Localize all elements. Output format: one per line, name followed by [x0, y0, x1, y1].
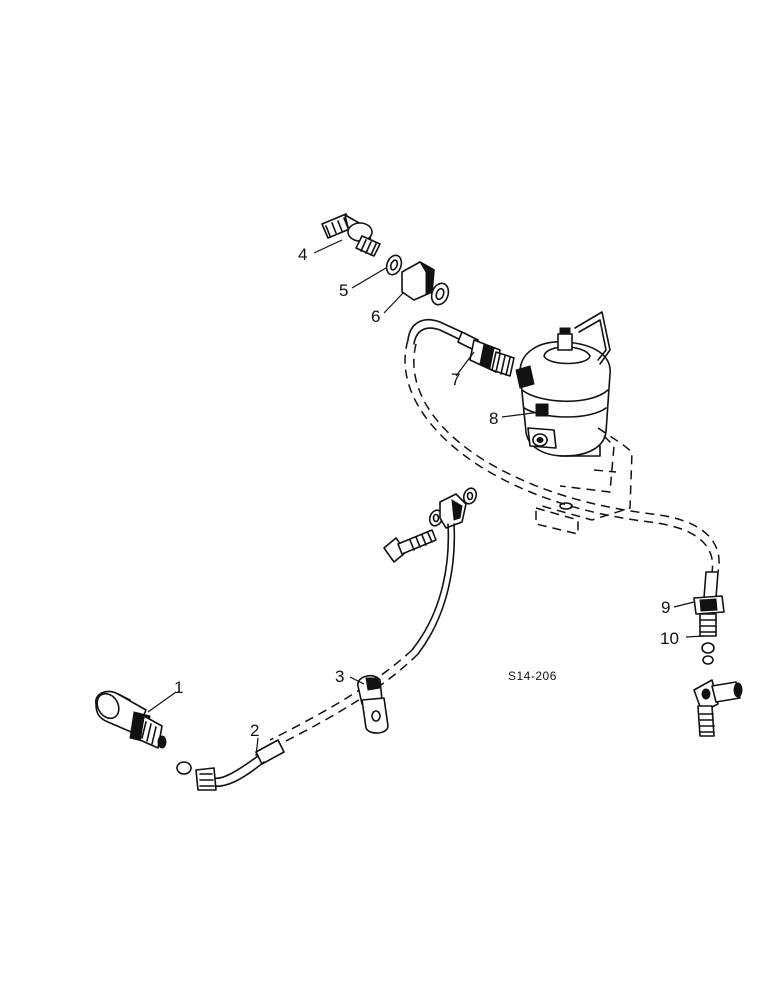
nut-part — [401, 260, 450, 306]
callout-8: 8 — [489, 409, 498, 428]
callout-3: 3 — [335, 667, 344, 686]
drawing-code: S14-206 — [508, 669, 557, 683]
fuel-pipe-dashed — [404, 339, 720, 573]
callout-10: 10 — [660, 629, 679, 648]
callout-1: 1 — [174, 678, 183, 697]
callout-6: 6 — [371, 307, 380, 326]
pipe-fitting-part — [407, 318, 515, 377]
fuel-pipe-part — [176, 523, 456, 791]
callout-leaders — [147, 239, 705, 757]
washer-part — [385, 254, 403, 276]
bracket-bolt-part — [383, 529, 437, 563]
pipe-clip-part — [357, 674, 389, 734]
elbow-union-part — [693, 571, 725, 665]
callout-9: 9 — [661, 598, 670, 617]
injector-part — [95, 690, 167, 749]
tee-fitting-part — [693, 679, 743, 737]
callout-4: 4 — [298, 245, 307, 264]
callout-5: 5 — [339, 281, 348, 300]
callout-7: 7 — [451, 370, 460, 389]
banjo-bolt-part — [321, 213, 381, 257]
pipe-nut-washers — [428, 487, 478, 529]
callout-2: 2 — [250, 721, 259, 740]
fuel-filter-part — [515, 311, 611, 457]
